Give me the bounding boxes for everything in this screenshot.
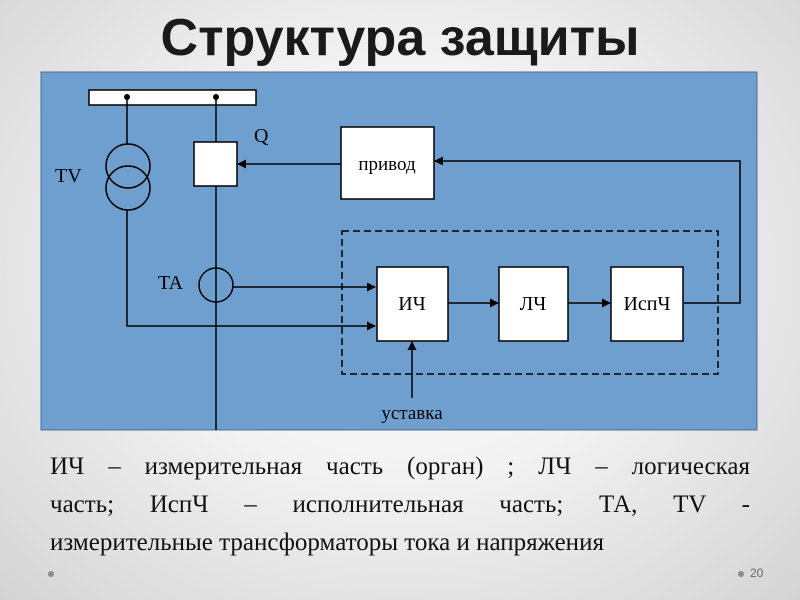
logic-part-label: ЛЧ xyxy=(520,293,547,315)
measuring-part-block xyxy=(376,266,449,342)
executive-part-label: ИспЧ xyxy=(623,293,670,315)
diagram-panel xyxy=(40,71,758,431)
busbar xyxy=(88,89,257,106)
setpoint-label: уставка xyxy=(381,403,443,424)
legend-caption: ИЧ – измерительная часть (орган) ; ЛЧ – … xyxy=(50,448,750,562)
ta-label: TA xyxy=(158,272,184,294)
measuring-part-label: ИЧ xyxy=(398,293,425,315)
protection-device-boundary xyxy=(341,230,719,375)
tv-winding-upper xyxy=(105,143,151,189)
breaker-q xyxy=(193,141,238,187)
slide-title: Структура защиты xyxy=(160,9,640,67)
breaker-q-label: Q xyxy=(254,125,269,147)
drive-block xyxy=(340,126,435,200)
caption-line-2: часть; ИспЧ – исполнительная часть; ТА, … xyxy=(50,491,750,518)
tv-signal-line xyxy=(126,210,376,331)
executive-part-block xyxy=(610,266,684,342)
caption-line-3: измерительные трансформаторы тока и напр… xyxy=(50,529,604,556)
caption-line-1: ИЧ – измерительная часть (орган) ; ЛЧ – … xyxy=(50,453,750,480)
logic-part-block xyxy=(498,266,569,342)
page-number: 20 xyxy=(750,566,764,580)
trip-feedback-line xyxy=(434,156,741,304)
tv-winding-lower xyxy=(105,165,151,211)
ta-transformer xyxy=(198,267,234,303)
drive-label: привод xyxy=(358,154,416,175)
left-bullet-dot xyxy=(48,571,54,577)
tv-label: TV xyxy=(55,165,82,187)
right-bullet-dot xyxy=(738,571,744,577)
